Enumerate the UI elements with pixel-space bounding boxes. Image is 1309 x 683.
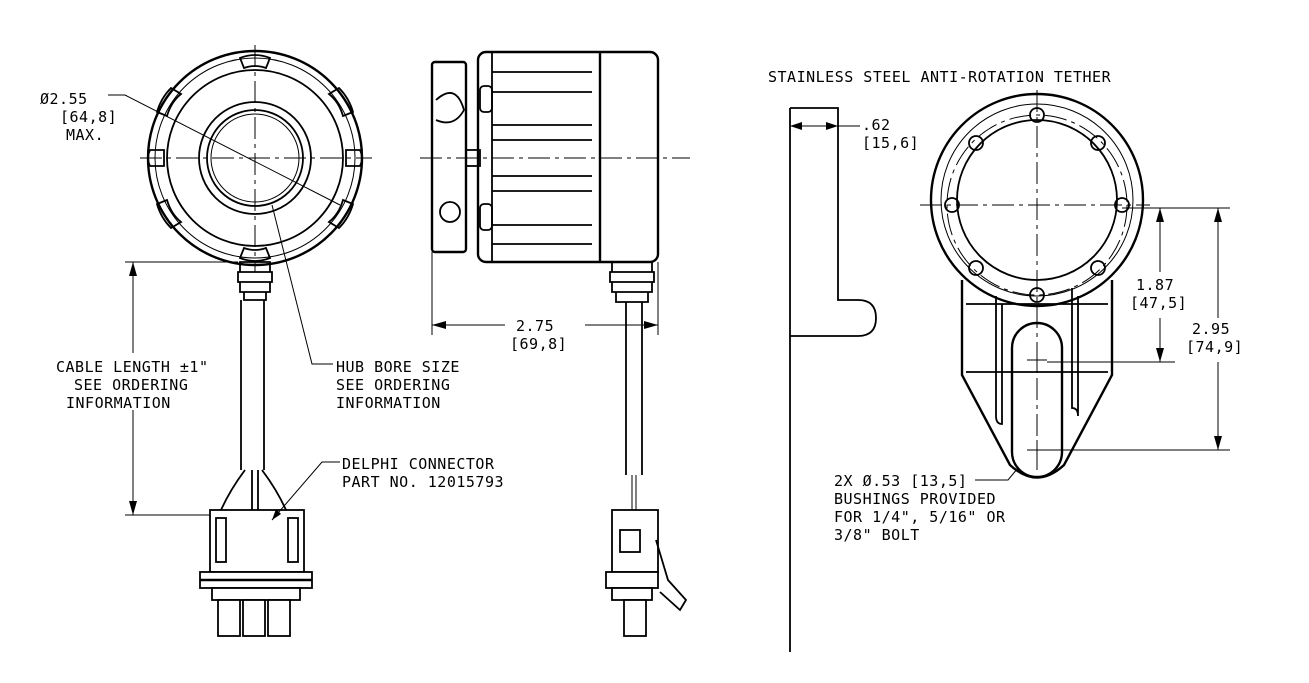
bushing-label: 2X Ø.53 [13,5] [834, 472, 967, 490]
bushing-note: BUSHINGS PROVIDED [834, 490, 996, 508]
cable-length-note: SEE ORDERING [74, 376, 188, 394]
tether-title: STAINLESS STEEL ANTI-ROTATION TETHER [768, 68, 1112, 86]
slot-overall-value: 2.95 [1192, 320, 1230, 338]
delphi-connector-front [199, 509, 313, 637]
cable-length-label: CABLE LENGTH ±1" [56, 358, 209, 376]
hub-bore-note: SEE ORDERING [336, 376, 450, 394]
slot-distance-metric: [47,5] [1130, 294, 1187, 312]
hub-bore-label: HUB BORE SIZE [336, 358, 460, 376]
diameter-note: MAX. [66, 126, 104, 144]
slot-distance-value: 1.87 [1136, 276, 1174, 294]
bushing-note-2: FOR 1/4", 5/16" OR [834, 508, 1006, 526]
offset-value: .62 [862, 116, 891, 134]
front-view [108, 45, 372, 637]
bolt-holes [944, 107, 1130, 303]
diameter-metric: [64,8] [60, 108, 117, 126]
bushing-note-3: 3/8" BOLT [834, 526, 920, 544]
labels: Ø2.55 [64,8] MAX. CABLE LENGTH ±1" SEE O… [40, 68, 1243, 544]
diameter-value: Ø2.55 [40, 90, 88, 108]
side-view [420, 50, 690, 637]
tether-profile [789, 107, 877, 652]
delphi-part-number: PART NO. 12015793 [342, 473, 504, 491]
offset-metric: [15,6] [862, 134, 919, 152]
depth-metric: [69,8] [510, 335, 567, 353]
cable-length-note-2: INFORMATION [66, 394, 171, 412]
delphi-connector-side [605, 509, 688, 637]
delphi-connector-label: DELPHI CONNECTOR [342, 455, 495, 473]
hub-bore-note-2: INFORMATION [336, 394, 441, 412]
tether-front [920, 90, 1230, 481]
housing-lobes [147, 54, 363, 262]
depth-value: 2.75 [516, 317, 554, 335]
slot-overall-metric: [74,9] [1186, 338, 1243, 356]
